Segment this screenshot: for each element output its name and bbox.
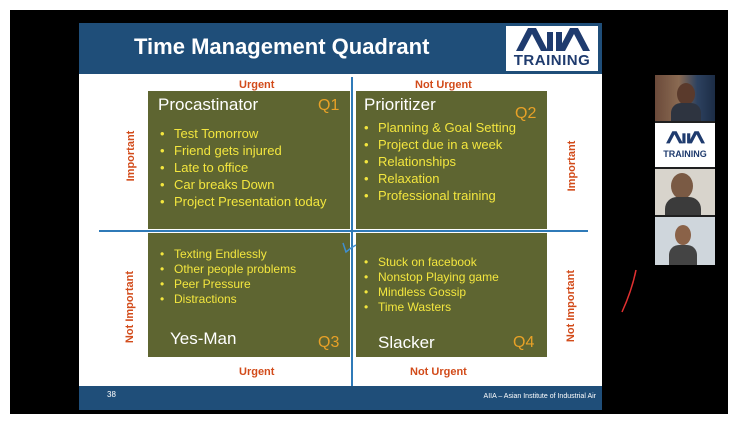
participant-tile-4[interactable] [655, 217, 715, 265]
aiia-logo-mark-icon [516, 28, 590, 51]
participant-avatar [677, 83, 695, 105]
list-item: Nonstop Playing game [362, 270, 547, 285]
list-item: Stuck on facebook [362, 255, 547, 270]
list-item: Peer Pressure [158, 277, 348, 292]
footer-text: AIIA – Asian Institute of Industrial Air [483, 393, 596, 400]
participant-body [669, 245, 697, 265]
quadrant-q1: Procastinator Q1 Test Tomorrow Friend ge… [148, 91, 350, 229]
participant-tile-1[interactable] [655, 75, 715, 121]
q4-list: Stuck on facebook Nonstop Playing game M… [362, 255, 547, 315]
q2-list: Planning & Goal Setting Project due in a… [362, 119, 547, 204]
participant-avatar [675, 225, 691, 245]
q4-title: Slacker [378, 333, 435, 352]
q3-number: Q3 [318, 334, 340, 351]
list-item: Time Wasters [362, 300, 547, 315]
q4-number: Q4 [513, 334, 535, 351]
list-item: Car breaks Down [158, 176, 348, 193]
participant-tile-3[interactable] [655, 169, 715, 215]
aiia-logo: TRAINING [506, 26, 598, 71]
slide-header: Time Management Quadrant TRAINING [79, 23, 602, 74]
list-item: Friend gets injured [158, 142, 348, 159]
slide-page-number: 38 [107, 390, 116, 399]
list-item: Relaxation [362, 170, 547, 187]
list-item: Other people problems [158, 262, 348, 277]
participant-body [671, 103, 701, 121]
slide-title: Time Management Quadrant [134, 34, 430, 59]
q2-title: Prioritizer [364, 95, 436, 114]
aiia-logo-mark-icon [666, 131, 705, 144]
q1-title: Procastinator [158, 95, 259, 114]
list-item: Distractions [158, 292, 348, 307]
q2-number: Q2 [515, 105, 537, 122]
q1-number: Q1 [318, 97, 340, 114]
axis-top-right-not-urgent: Not Urgent [415, 79, 472, 91]
logo-text: TRAINING [513, 52, 591, 69]
vertical-divider [351, 77, 353, 387]
axis-bottom-left-urgent: Urgent [239, 366, 275, 378]
participant-tile-2-logo[interactable]: TRAINING [655, 123, 715, 167]
q3-list: Texting Endlessly Other people problems … [158, 247, 348, 307]
axis-bottom-right-not-urgent: Not Urgent [410, 366, 467, 378]
q1-list: Test Tomorrow Friend gets injured Late t… [158, 125, 348, 210]
list-item: Professional training [362, 187, 547, 204]
list-item: Relationships [362, 153, 547, 170]
mini-logo-text: TRAINING [663, 149, 707, 159]
list-item: Project due in a week [362, 136, 547, 153]
participant-video-strip: TRAINING [655, 75, 715, 265]
q3-title: Yes-Man [170, 329, 237, 348]
axis-top-left-urgent: Urgent [239, 79, 275, 91]
list-item: Project Presentation today [158, 193, 348, 210]
quadrant-q4: Stuck on facebook Nonstop Playing game M… [356, 233, 547, 357]
participant-avatar [671, 173, 693, 199]
slide-footer: 38 AIIA – Asian Institute of Industrial … [79, 386, 602, 410]
quadrant-q2: Prioritizer Q2 Planning & Goal Setting P… [356, 91, 547, 229]
list-item: Texting Endlessly [158, 247, 348, 262]
shared-slide: Time Management Quadrant TRAINING Urgent… [79, 23, 602, 410]
participant-body [665, 197, 701, 215]
checkmark-annotation-icon [342, 242, 357, 254]
list-item: Test Tomorrow [158, 125, 348, 142]
list-item: Late to office [158, 159, 348, 176]
quadrant-q3: Texting Endlessly Other people problems … [148, 233, 350, 357]
list-item: Planning & Goal Setting [362, 119, 547, 136]
red-pen-annotation-icon [621, 269, 637, 313]
horizontal-divider [99, 230, 588, 232]
list-item: Mindless Gossip [362, 285, 547, 300]
